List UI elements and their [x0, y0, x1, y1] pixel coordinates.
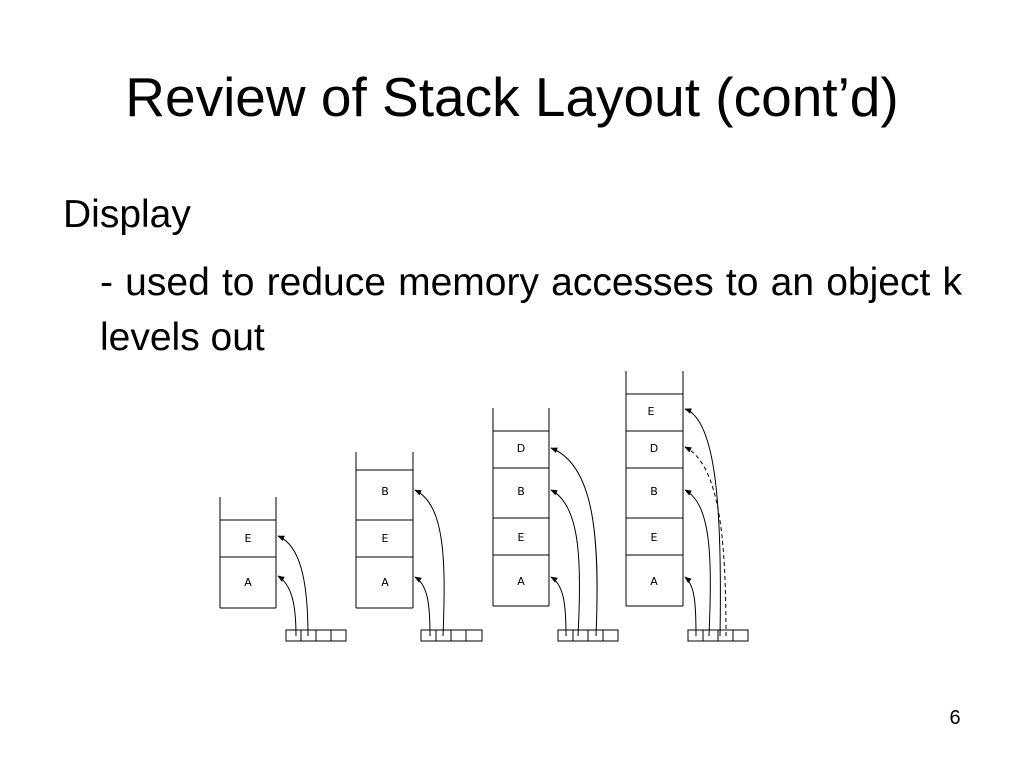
stack-2: [355, 452, 414, 609]
stack-4-frame-label: E: [651, 531, 658, 544]
slide-title: Review of Stack Layout (cont’d): [125, 66, 899, 128]
stack-3-frame-label: D: [517, 442, 525, 455]
slide-number: 6: [949, 707, 961, 729]
stack-3-frame-label: A: [517, 575, 525, 588]
stack-3-frame-label: B: [517, 485, 525, 498]
display-array-3: [557, 629, 619, 642]
stack-4-frame-label: B: [650, 485, 658, 498]
stack-1-frame-label: E: [245, 532, 252, 545]
description-text: - used to reduce memory accesses to an o…: [100, 261, 962, 359]
stack-4: [625, 371, 684, 607]
stack-4-frame-label: D: [650, 442, 658, 455]
display-array-1: [285, 629, 347, 642]
display-array-2: [420, 629, 483, 642]
stack-1-frame-label: A: [244, 576, 252, 589]
display-pointers-2: [414, 489, 445, 637]
stack-2-frame-label: E: [382, 532, 389, 545]
stack-2-frame-label: B: [381, 485, 389, 498]
stack-1: [219, 497, 277, 609]
stack-4-frame-label: A: [650, 575, 658, 588]
display-pointers-3: [550, 447, 598, 637]
display-array-4: [687, 629, 749, 642]
stack-3-frame-label: E: [518, 531, 525, 544]
display-pointers-4: [684, 408, 727, 637]
section-heading: Display: [63, 193, 191, 236]
display-pointers-1: [277, 535, 309, 637]
stack-4-frame-label: E: [648, 405, 655, 418]
stack-3: [492, 408, 550, 607]
stack-2-frame-label: A: [381, 576, 389, 589]
